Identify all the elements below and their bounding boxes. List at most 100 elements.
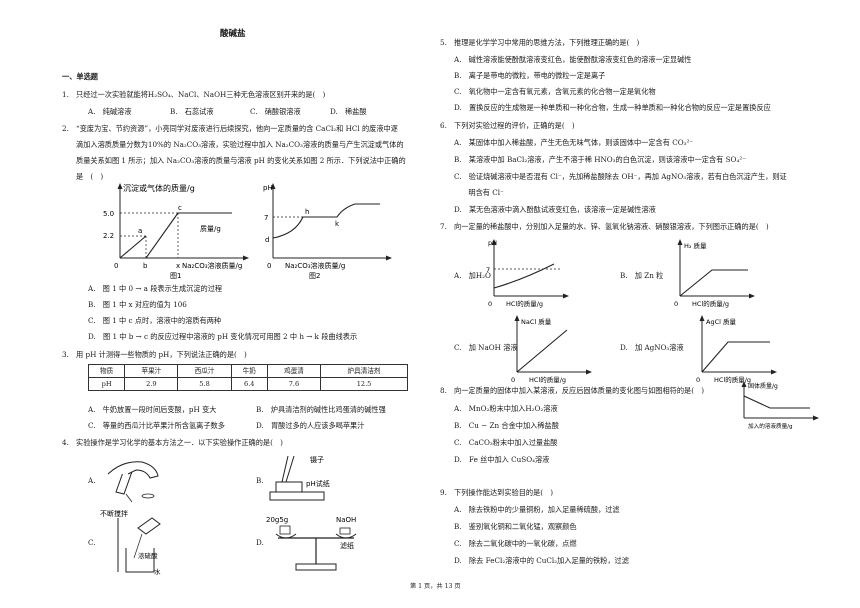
table-row: 物质 苹果汁 西瓜汁 牛奶 鸡蛋清 炉具清洁剂 (87, 363, 408, 379)
q4-option-a-image (107, 461, 159, 503)
q4-option-b-image: 镊子 pH试纸 (269, 455, 330, 501)
q8-option-a: A. MnO₂粉末中加入H₂O₂溶液 (454, 404, 558, 413)
table-cell: 西瓜汁 (177, 363, 232, 379)
q2-option-c: C. 图 1 中 c 点时，溶液中的溶质有两种 (88, 316, 222, 325)
q2-stem-line1: 2. “变废为宝、节约资源”，小亮同学对废液进行后续探究，他向一定质量的含 Ca… (62, 124, 398, 133)
fig1-xlabel: Na₂CO₃溶液质量/g (182, 261, 242, 270)
q6-option-c-line2: 明含有 Cl⁻ (454, 188, 504, 197)
q7-graph-d: AgCl 质量 0 HCl的质量/g (696, 315, 777, 384)
q2-option-a: A. 图 1 中 0 → a 段表示生成沉淀的过程 (88, 284, 223, 293)
q6-option-b: B. 某溶液中加 BaCl₂溶液，产生不溶于稀 HNO₃的白色沉淀，则该溶液中一… (454, 155, 746, 164)
q8-option-b: B. Cu − Zn 合金中加入稀盐酸 (454, 421, 559, 430)
q7-option-a-label: A. 加H₂O (454, 271, 491, 280)
table-cell: 炉具清洁剂 (320, 363, 408, 379)
q7-graph-a: pH 7 0 HCl的质量/g (486, 239, 569, 308)
q8-option-c: C. CaCO₃粉末中加入过量盐酸 (454, 438, 558, 447)
q6-option-d: D. 某无色溶液中滴入酚酞试液变红色，该溶液一定是碱性溶液 (454, 205, 656, 214)
q7a-xlabel: HCl的质量/g (506, 299, 543, 308)
q9-option-c: C. 除去二氧化碳中的一氧化碳，点燃 (454, 539, 577, 548)
q5-stem: 5. 推理是化学学习中常用的思维方法，下列推理正确的是( ) (440, 38, 640, 47)
section-heading: 一、单选题 (62, 72, 98, 81)
fig2-point-k: k (335, 220, 340, 228)
table-cell: 鸡蛋清 (266, 363, 322, 379)
q1-option-c: C. 硝酸银溶液 (250, 107, 301, 116)
q4-option-c-image: 不断搅拌 浓硫酸 水 (100, 509, 161, 576)
q7a-ylabel: pH (488, 239, 497, 247)
q7-stem: 7. 向一定量的稀盐酸中，分别加入足量的水、锌、氢氧化钠溶液、硝酸银溶液，下列图… (440, 222, 769, 231)
q7d-xlabel: HCl的质量/g (714, 375, 751, 384)
q3-stem: 3. 用 pH 计测得一些物质的 pH，下列说法正确的是( ) (62, 350, 247, 359)
table-row: pH 2.9 5.8 6.4 7.6 12.5 (87, 377, 408, 392)
q6-option-a: A. 某固体中加入稀盐酸，产生无色无味气体，则该固体中一定含有 CO₃²⁻ (454, 138, 694, 147)
q4-option-d-label: D. (256, 538, 264, 547)
fig1-curve-label: 质量/g (200, 224, 221, 233)
q8-stem: 8. 向一定质量的固体中加入某溶液，反应后固体质量的变化图与如图相符的是( ) (440, 386, 705, 395)
fig2-tick-7: 7 (264, 214, 268, 222)
fig2-point-d: d (265, 236, 269, 244)
q4c-acid-label: 浓硫酸 (138, 551, 158, 560)
fig1-point-b: b (143, 262, 148, 270)
page-footer: 第 1 页，共 13 页 (410, 583, 461, 590)
q3-option-d: D. 胃酸过多的人应该多喝苹果汁 (256, 421, 365, 430)
fig2-ylabel: pH (263, 184, 273, 192)
table-cell: 苹果汁 (124, 363, 179, 379)
q9-option-d: D. 除去 FeCl₂溶液中的 CuCl₂加入足量的铁粉，过滤 (454, 556, 629, 565)
q2-stem-line3: 质量关系如图 1 所示；加入 Na₂CO₃溶液的质量与溶液 pH 的变化关系如图… (76, 156, 406, 165)
q8-xlabel: 加入的溶液质量/g (748, 422, 793, 430)
q5-option-a: A. 碱性溶液能使酚酞溶液变红色，能使酚酞溶液变红色的溶液一定显碱性 (454, 55, 692, 64)
q6-stem: 6. 下列对实验过程的评价，正确的是( ) (440, 121, 575, 130)
q1-option-d: D. 稀盐酸 (330, 107, 367, 116)
q7-graph-c: NaCl 质量 0 HCl的质量/g (511, 315, 592, 384)
fig1-tick-2-2: 2.2 (103, 232, 114, 240)
fig1-point-c: c (178, 204, 182, 212)
q8-ylabel: 固体质量/g (748, 382, 778, 390)
q1-stem: 1. 只经过一次实验就能将H₂SO₄、NaCl、NaOH三种无色溶液区别开来的是… (62, 90, 326, 99)
q4-option-b-label: B. (256, 476, 264, 485)
q5-option-d: D. 置换反应的生成物是一种单质和一种化合物，生成一种单质和一种化合物的反应一定… (454, 103, 771, 112)
q7d-origin: 0 (696, 376, 700, 384)
fig2-point-h: h (305, 208, 309, 216)
q4-option-d-image: 20g5g NaOH 滤纸 (266, 516, 356, 571)
doc-title: 酸碱盐 (220, 29, 246, 39)
q4c-water-label: 水 (154, 567, 161, 576)
q7a-origin: 0 (488, 300, 492, 308)
fig1-ylabel: 沉淀或气体的质量/g (123, 183, 195, 193)
fig2-origin: 0 (267, 262, 271, 270)
fig1-caption: 图1 (170, 272, 181, 280)
q2-option-b: B. 图 1 中 x 对应的值为 106 (88, 300, 187, 309)
q4d-naoh-label: NaOH (336, 516, 356, 524)
table-cell: 牛奶 (230, 363, 268, 379)
q7d-ylabel: AgCl 质量 (706, 317, 736, 326)
q7-option-c-label: C. 加 NaOH 溶液 (454, 343, 518, 352)
q7b-ylabel: H₂ 质量 (684, 241, 707, 250)
q4-option-a-label: A. (88, 476, 96, 485)
q2-figure-2: pH 7 d h k 0 Na₂CO₃溶液质量/g 图2 (263, 183, 392, 280)
table-cell: 12.5 (320, 377, 408, 392)
q4b-ph-paper-label: pH试纸 (306, 479, 330, 488)
q4-option-c-label: C. (88, 538, 96, 547)
fig1-point-a: a (138, 227, 142, 235)
q1-option-b: B. 石蕊试液 (170, 107, 214, 116)
q5-option-b: B. 离子是带电的微粒，带电的微粒一定是离子 (454, 71, 606, 80)
q9-option-b: B. 鉴别氧化铜和二氧化锰，观察颜色 (454, 522, 577, 531)
q8-option-d: D. Fe 丝中加入 CuSO₄溶液 (454, 455, 550, 464)
q7-option-b-label: B. 加 Zn 粒 (620, 271, 664, 280)
fig1-tick-5: 5.0 (103, 210, 114, 218)
q7b-origin: 0 (674, 300, 678, 308)
q7b-xlabel: HCl的质量/g (692, 299, 729, 308)
q3-option-c: C. 等量的西瓜汁比苹果汁所含氢离子数多 (88, 421, 225, 430)
q6-option-c-line1: C. 验证烧碱溶液中是否混有 Cl⁻，先加稀盐酸除去 OH⁻，再加 AgNO₃溶… (454, 172, 787, 181)
q2-stem-line2: 滴加入溶质质量分数为10%的 Na₂CO₃溶液，实验过程中加入 Na₂CO₃溶液… (76, 140, 404, 149)
q3-ph-table: 物质 苹果汁 西瓜汁 牛奶 鸡蛋清 炉具清洁剂 pH 2.9 5.8 6.4 7… (87, 363, 408, 392)
q7a-tick-7: 7 (486, 266, 490, 274)
table-cell: 5.8 (177, 377, 232, 392)
q4-stem: 4. 实验操作是学习化学的基本方法之一．以下实验操作正确的是( ) (62, 438, 283, 447)
q7c-ylabel: NaCl 质量 (521, 317, 552, 326)
table-cell: 7.6 (266, 377, 322, 392)
q7c-origin: 0 (511, 376, 515, 384)
table-cell: 物质 (87, 363, 126, 379)
fig2-xlabel: Na₂CO₃溶液质量/g (285, 261, 345, 270)
q2-figure-1: 沉淀或气体的质量/g 5.0 2.2 a b c x 0 质量/g Na₂CO₃… (103, 183, 249, 280)
q3-option-a: A. 牛奶放置一段时间后变酸，pH 变大 (88, 405, 217, 414)
q9-stem: 9. 下列操作能达到实验目的是( ) (440, 488, 554, 497)
